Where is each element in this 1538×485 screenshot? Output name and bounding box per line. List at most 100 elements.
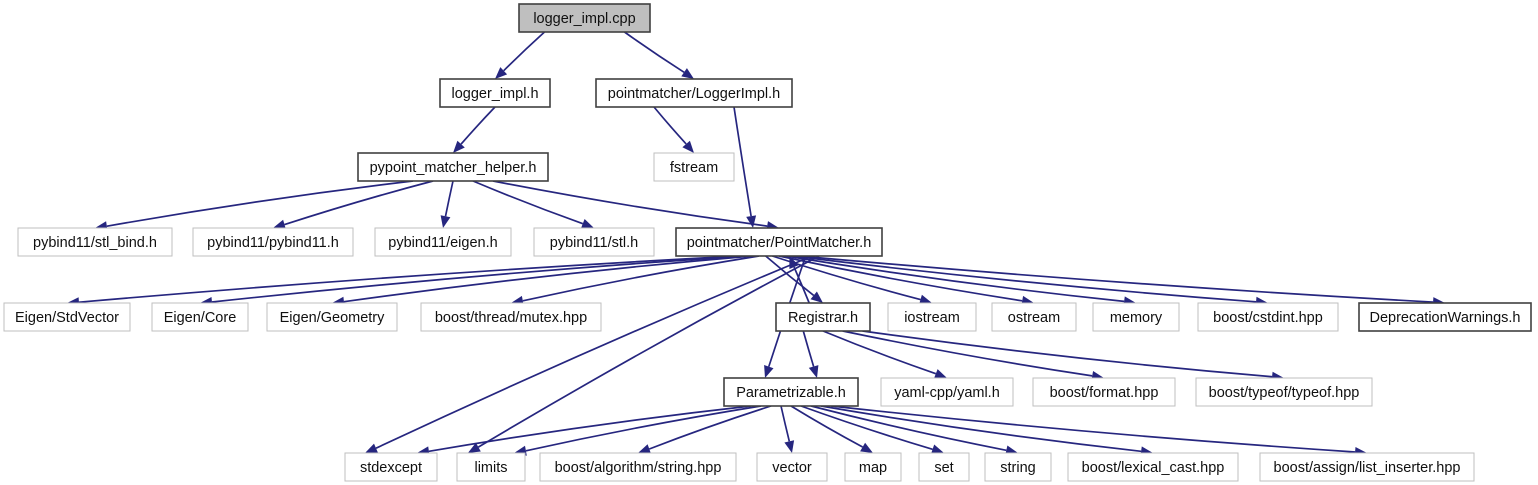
node-box-boost_cstdint — [1197, 302, 1339, 332]
node-box-iostream — [887, 302, 977, 332]
node-loggerimpl_h[interactable]: pointmatcher/LoggerImpl.h — [595, 78, 793, 108]
edge-pointmatcher_h-to-iostream — [772, 255, 921, 301]
node-memory: memory — [1092, 302, 1180, 332]
edge-pointmatcher_h-to-boost_cstdint — [792, 255, 1257, 303]
edge-registrar_h-to-parametrizable_h — [802, 330, 815, 367]
node-box-boost_typeof — [1195, 377, 1373, 407]
node-box-stdexcept — [344, 452, 438, 482]
node-logger_impl_cpp[interactable]: logger_impl.cpp — [518, 3, 651, 33]
edge-pypoint_helper_h-to-pybind_stl_bind — [106, 180, 414, 228]
node-boost_format: boost/format.hpp — [1032, 377, 1176, 407]
node-box-boost_list_inserter — [1259, 452, 1475, 482]
edge-parametrizable_h-to-set — [800, 405, 933, 451]
node-box-pybind_stl — [533, 227, 655, 257]
edge-pointmatcher_h-to-registrar_h — [765, 255, 815, 297]
node-deprecation_warnings[interactable]: DeprecationWarnings.h — [1358, 302, 1532, 332]
edge-pypoint_helper_h-to-pybind_pybind11 — [284, 180, 434, 226]
node-layer: logger_impl.cpp logger_impl.h pointmatcher… — [3, 3, 1532, 482]
edge-pointmatcher_h-to-ostream — [778, 255, 1023, 302]
edge-pointmatcher_h-to-limits — [477, 255, 820, 448]
edge-pointmatcher_h-to-memory — [785, 255, 1125, 303]
node-box-pybind_eigen — [374, 227, 512, 257]
node-box-pybind_pybind11 — [192, 227, 354, 257]
node-box-pybind_stl_bind — [17, 227, 173, 257]
edge-parametrizable_h-to-limits — [525, 405, 762, 452]
arrowhead-logger_impl_cpp-to-logger_impl_h — [495, 67, 508, 79]
node-box-eigen_core — [151, 302, 249, 332]
edge-parametrizable_h-to-map — [790, 405, 864, 448]
edge-parametrizable_h-to-boost_lexical_cast — [820, 405, 1142, 453]
arrowhead-parametrizable_h-to-map — [860, 442, 873, 453]
edge-registrar_h-to-boost_format — [842, 330, 1093, 377]
node-boost_mutex: boost/thread/mutex.hpp — [420, 302, 602, 332]
node-box-logger_impl_h[interactable] — [439, 78, 551, 108]
node-fstream: fstream — [653, 152, 735, 182]
node-box-pypoint_helper_h[interactable] — [357, 152, 549, 182]
node-box-boost_format — [1032, 377, 1176, 407]
node-pybind_stl_bind: pybind11/stl_bind.h — [17, 227, 173, 257]
arrowhead-parametrizable_h-to-boost_algorithm_string — [638, 444, 651, 454]
node-ostream: ostream — [991, 302, 1077, 332]
node-pypoint_helper_h[interactable]: pypoint_matcher_helper.h — [357, 152, 549, 182]
node-vector: vector — [756, 452, 828, 482]
node-box-fstream — [653, 152, 735, 182]
arrowhead-loggerimpl_h-to-fstream — [682, 140, 694, 153]
arrowhead-logger_impl_cpp-to-loggerimpl_h — [681, 68, 694, 79]
node-box-logger_impl_cpp[interactable] — [518, 3, 651, 33]
node-box-pointmatcher_h[interactable] — [675, 227, 883, 257]
edge-loggerimpl_h-to-pointmatcher_h — [733, 106, 752, 217]
edge-logger_impl_cpp-to-loggerimpl_h — [624, 31, 685, 74]
edge-pointmatcher_h-to-boost_mutex — [522, 255, 760, 302]
node-parametrizable_h[interactable]: Parametrizable.h — [723, 377, 859, 407]
edge-pointmatcher_h-to-eigen_geometry — [343, 255, 753, 303]
node-box-boost_algorithm_string — [539, 452, 737, 482]
edge-parametrizable_h-to-stdexcept — [428, 405, 752, 453]
node-pybind_stl: pybind11/stl.h — [533, 227, 655, 257]
edge-pypoint_helper_h-to-pybind_stl — [472, 180, 584, 225]
arrowhead-pointmatcher_h-to-parametrizable_h — [764, 365, 774, 378]
edge-logger_impl_h-to-pypoint_helper_h — [460, 106, 496, 145]
node-pointmatcher_h[interactable]: pointmatcher/PointMatcher.h — [675, 227, 883, 257]
arrowhead-parametrizable_h-to-set — [931, 444, 944, 454]
arrowhead-loggerimpl_h-to-pointmatcher_h — [746, 215, 757, 228]
node-boost_typeof: boost/typeof/typeof.hpp — [1195, 377, 1373, 407]
node-map: map — [844, 452, 902, 482]
node-logger_impl_h[interactable]: logger_impl.h — [439, 78, 551, 108]
arrowhead-pointmatcher_h-to-limits — [467, 442, 481, 453]
node-box-eigen_stdvector — [3, 302, 131, 332]
edge-pointmatcher_h-to-deprecation_warnings — [798, 255, 1434, 303]
node-box-deprecation_warnings[interactable] — [1358, 302, 1532, 332]
node-registrar_h[interactable]: Registrar.h — [775, 302, 871, 332]
edge-pypoint_helper_h-to-pybind_eigen — [444, 180, 454, 217]
node-string: string — [984, 452, 1052, 482]
arrowhead-pointmatcher_h-to-stdexcept — [365, 443, 378, 453]
node-box-map — [844, 452, 902, 482]
edge-pointmatcher_h-to-stdexcept — [375, 255, 813, 449]
edge-logger_impl_cpp-to-logger_impl_h — [503, 31, 546, 72]
node-box-parametrizable_h[interactable] — [723, 377, 859, 407]
edge-parametrizable_h-to-boost_algorithm_string — [648, 405, 772, 450]
node-box-registrar_h[interactable] — [775, 302, 871, 332]
node-box-boost_mutex — [420, 302, 602, 332]
node-pybind_eigen: pybind11/eigen.h — [374, 227, 512, 257]
arrowhead-pypoint_helper_h-to-pybind_eigen — [440, 215, 451, 228]
edge-parametrizable_h-to-vector — [780, 405, 791, 442]
node-stdexcept: stdexcept — [344, 452, 438, 482]
node-iostream: iostream — [887, 302, 977, 332]
node-box-eigen_geometry — [266, 302, 398, 332]
edge-pypoint_helper_h-to-pointmatcher_h — [492, 180, 768, 227]
arrowhead-logger_impl_h-to-pypoint_helper_h — [453, 140, 465, 153]
node-yaml_cpp: yaml-cpp/yaml.h — [880, 377, 1014, 407]
node-eigen_geometry: Eigen/Geometry — [266, 302, 398, 332]
edge-registrar_h-to-boost_typeof — [862, 330, 1273, 378]
node-set: set — [918, 452, 970, 482]
node-box-loggerimpl_h[interactable] — [595, 78, 793, 108]
edge-parametrizable_h-to-string — [810, 405, 1007, 452]
node-box-memory — [1092, 302, 1180, 332]
arrowhead-registrar_h-to-parametrizable_h — [808, 365, 819, 378]
node-box-boost_lexical_cast — [1067, 452, 1239, 482]
edge-parametrizable_h-to-boost_list_inserter — [830, 405, 1356, 453]
edge-pointmatcher_h-to-eigen_core — [211, 255, 746, 303]
node-box-limits — [456, 452, 526, 482]
